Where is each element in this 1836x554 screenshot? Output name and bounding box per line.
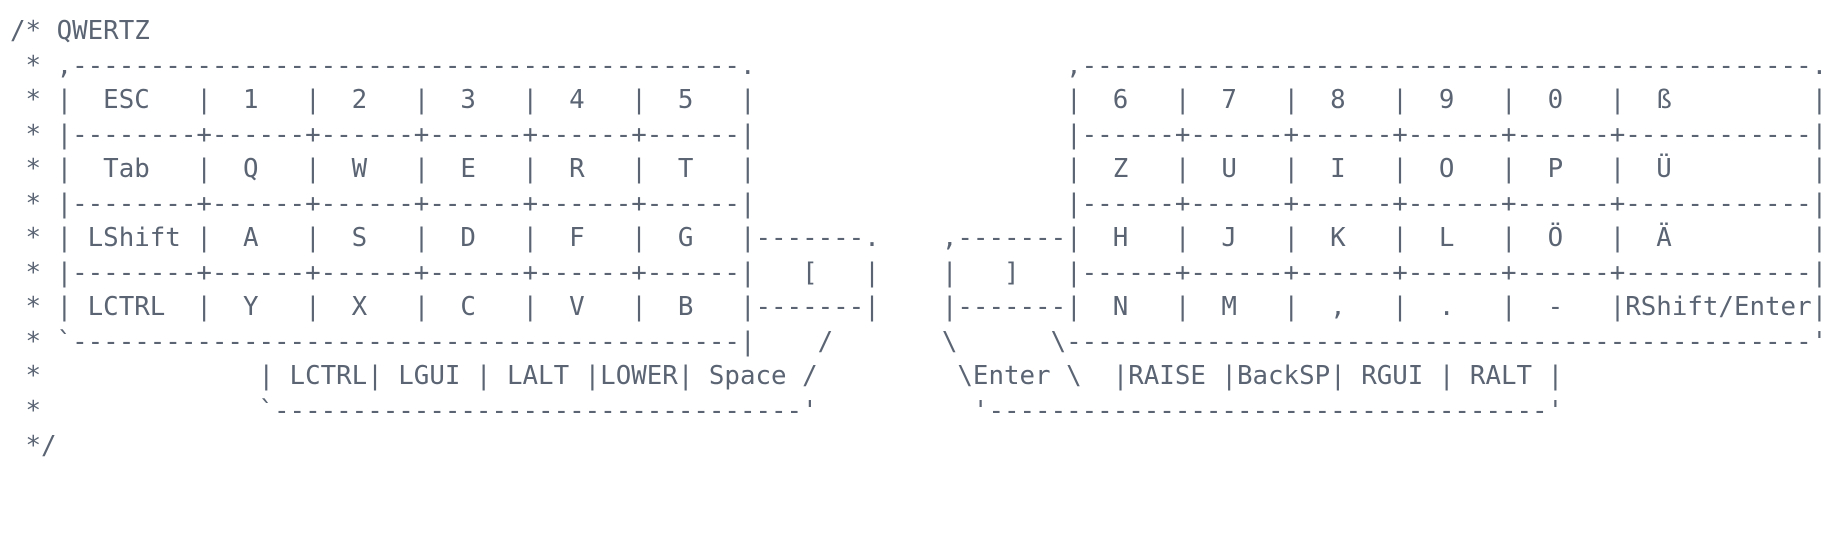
ascii-keymap-comment: /* QWERTZ * ,---------------------------… <box>10 16 1828 461</box>
